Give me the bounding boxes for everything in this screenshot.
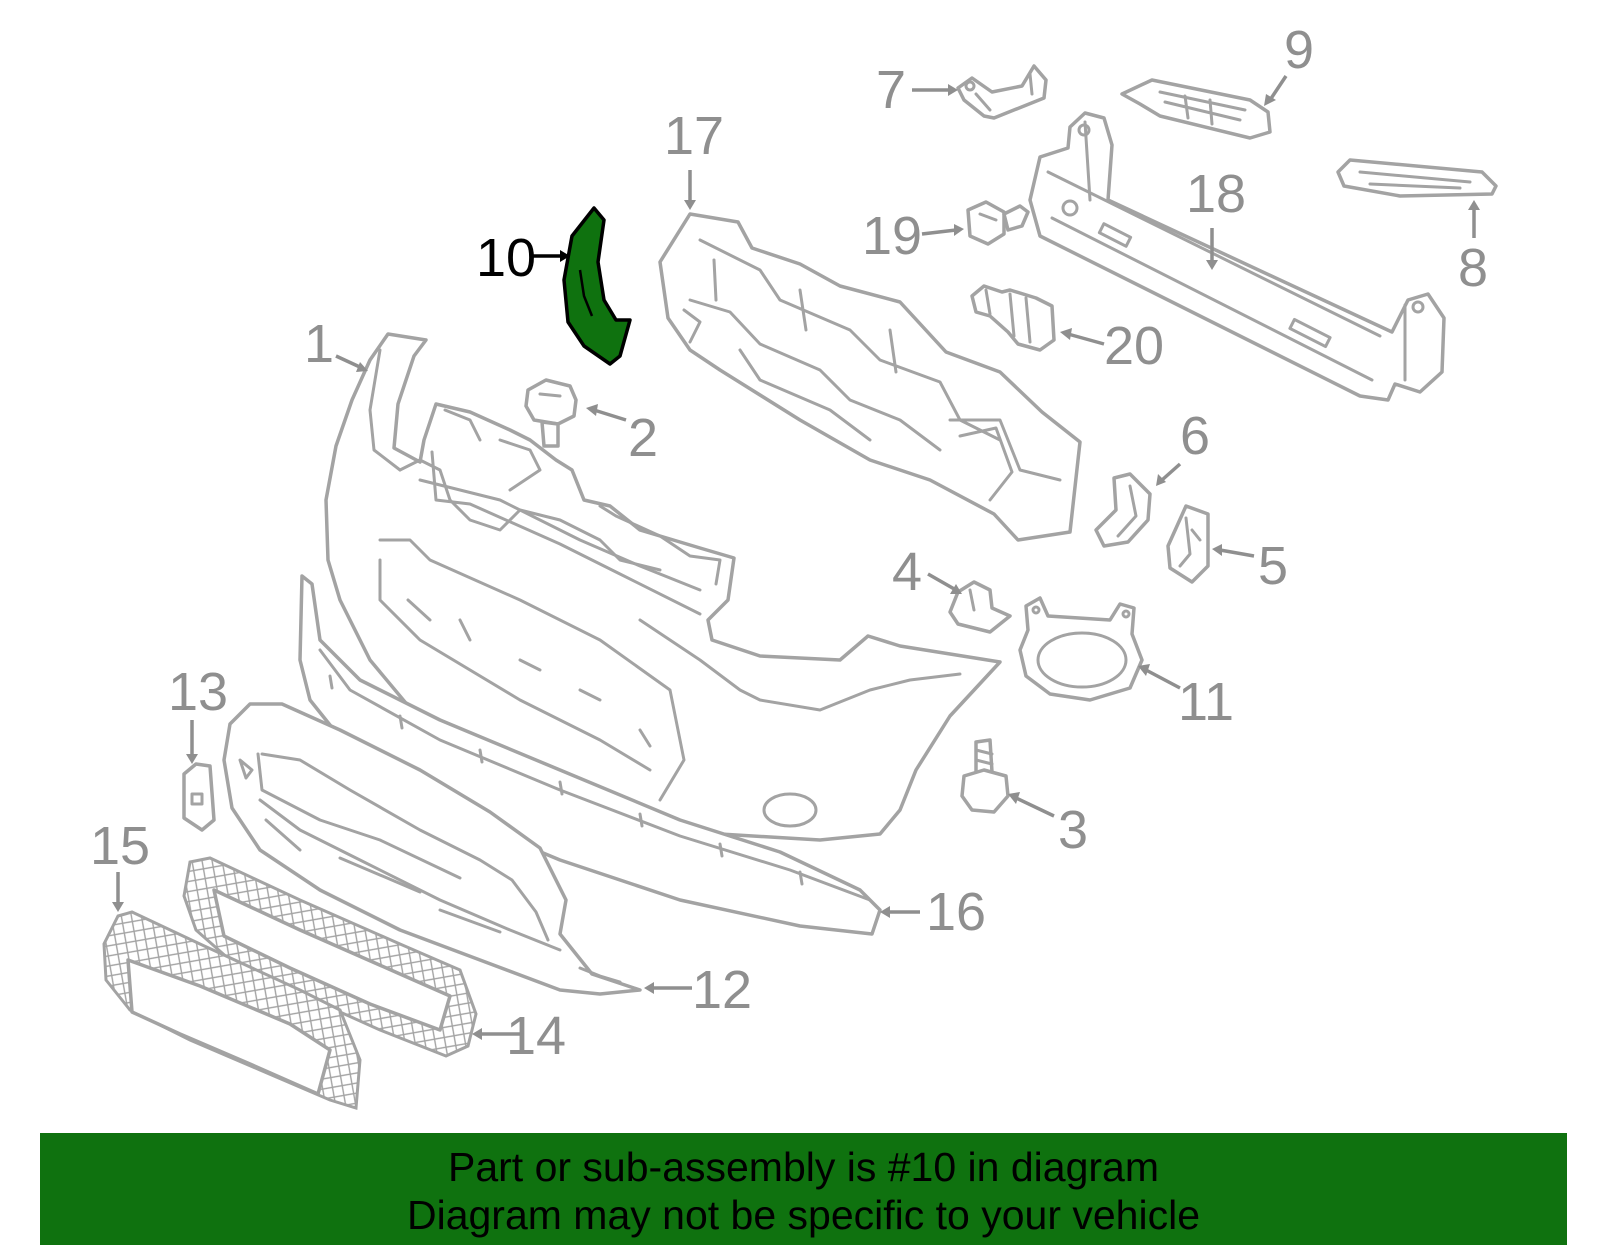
callout-15: 15 [90, 816, 150, 876]
part-19-bolt [966, 200, 1030, 246]
callout-19: 19 [862, 206, 922, 266]
part-2-bolt [524, 378, 578, 448]
part-20-sensor [970, 284, 1056, 352]
callout-2: 2 [628, 408, 658, 468]
part-12-grille-frame [222, 702, 642, 996]
part-14-mesh-grille [182, 856, 478, 1058]
callout-3: 3 [1058, 800, 1088, 860]
callout-1: 1 [304, 314, 334, 374]
callout-4: 4 [892, 542, 922, 602]
callout-13: 13 [168, 662, 228, 722]
callout-8: 8 [1458, 238, 1488, 298]
part-1-bumper-cover [324, 332, 1002, 842]
part-5-bracket [1166, 504, 1210, 584]
callout-5: 5 [1258, 536, 1288, 596]
callout-9: 9 [1284, 20, 1314, 80]
part-18-reinforcement-beam [1028, 111, 1446, 402]
callout-leaders [112, 75, 1480, 1040]
callout-17: 17 [664, 106, 724, 166]
callout-18: 18 [1186, 164, 1246, 224]
footer-line-1: Part or sub-assembly is #10 in diagram [448, 1144, 1159, 1190]
part-9-bracket [1120, 78, 1272, 140]
part-10-highlighted-bracket [562, 206, 632, 366]
part-7-bracket [956, 64, 1048, 120]
callout-10: 10 [476, 228, 536, 288]
part-3-bolt [960, 738, 1010, 814]
part-6-bracket [1094, 472, 1152, 548]
callout-12: 12 [692, 960, 752, 1020]
callout-20: 20 [1104, 316, 1164, 376]
footer-line-2: Diagram may not be specific to your vehi… [406, 1192, 1200, 1238]
callout-labels: 1 2 3 4 5 6 7 8 9 10 11 12 13 14 15 16 1… [90, 20, 1488, 1066]
footer-banner: Part or sub-assembly is #10 in diagram D… [40, 1133, 1567, 1245]
callout-11: 11 [1178, 672, 1234, 732]
callout-6: 6 [1180, 406, 1210, 466]
callout-16: 16 [926, 882, 986, 942]
part-17-energy-absorber [658, 212, 1082, 542]
callout-14: 14 [506, 1006, 566, 1066]
part-13-plug [182, 762, 216, 832]
part-8-bracket [1336, 158, 1498, 198]
part-11-fog-bezel [1018, 596, 1144, 702]
part-15-lower-grille [102, 910, 362, 1110]
callout-7: 7 [876, 60, 906, 120]
part-4-clip [948, 580, 1012, 634]
